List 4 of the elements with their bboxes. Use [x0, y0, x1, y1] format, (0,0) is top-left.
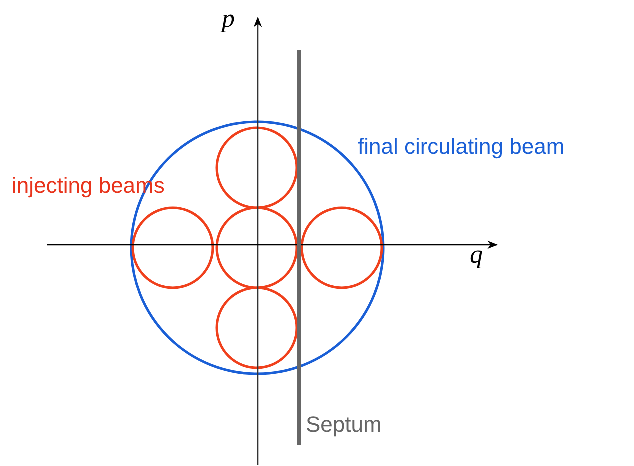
axis-label: q	[470, 242, 483, 268]
beam-label: final circulating beam	[358, 136, 565, 158]
septum-label: Septum	[306, 414, 382, 436]
axis-label: p	[222, 6, 235, 32]
